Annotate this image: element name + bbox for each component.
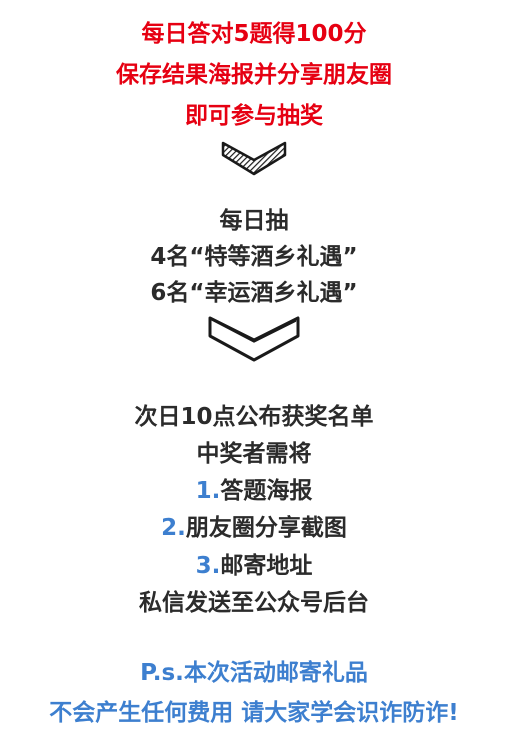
step-2-number: 2. bbox=[161, 515, 186, 541]
intro-line-1: 每日答对5题得100分 bbox=[141, 21, 367, 47]
final-step: 私信发送至公众号后台 bbox=[139, 590, 369, 616]
ps-line-2: 不会产生任何费用 请大家学会识诈防诈! bbox=[49, 700, 459, 726]
step-1: 1.答题海报 bbox=[0, 471, 508, 505]
step-2: 2.朋友圈分享截图 bbox=[0, 508, 508, 542]
step-1-number: 1. bbox=[195, 478, 221, 504]
chevron-down-outline-icon bbox=[0, 314, 508, 364]
intro-line-3: 即可参与抽奖 bbox=[185, 103, 323, 129]
prize-line-3: 6名“幸运酒乡礼遇” bbox=[150, 280, 358, 306]
step-3: 3.邮寄地址 bbox=[0, 546, 508, 580]
step-3-text: 邮寄地址 bbox=[220, 553, 313, 579]
ps-line-1: P.s.本次活动邮寄礼品 bbox=[140, 660, 368, 686]
chevron-down-filled-icon bbox=[0, 138, 508, 178]
prize-line-1: 每日抽 bbox=[219, 208, 289, 234]
step-2-text: 朋友圈分享截图 bbox=[185, 515, 347, 541]
prize-line-2: 4名“特等酒乡礼遇” bbox=[150, 244, 358, 270]
announce-line-1: 次日10点公布获奖名单 bbox=[134, 404, 374, 430]
step-3-number: 3. bbox=[195, 553, 221, 579]
intro-line-2: 保存结果海报并分享朋友圈 bbox=[116, 62, 392, 88]
step-1-text: 答题海报 bbox=[220, 478, 313, 504]
announce-line-2: 中奖者需将 bbox=[196, 441, 312, 467]
